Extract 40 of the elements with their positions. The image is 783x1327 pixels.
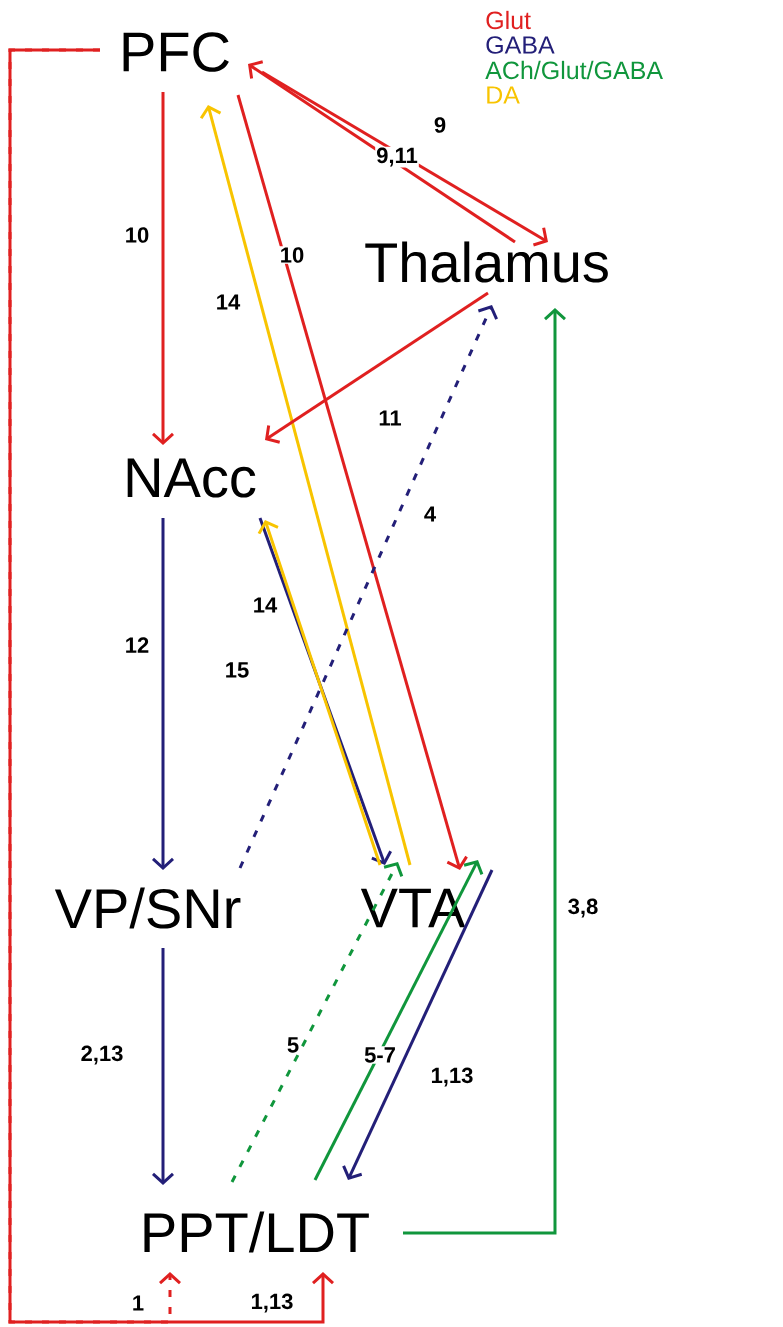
edge-label: 1,13: [249, 1292, 295, 1314]
edge-label: 5: [285, 1036, 301, 1054]
edge-label: 14: [214, 293, 242, 311]
region-label: NAcc: [127, 458, 256, 498]
edge-label: 15: [223, 661, 251, 679]
edge-label: 9: [432, 116, 448, 134]
arrow: [238, 305, 498, 869]
region-label: PFC: [123, 32, 229, 72]
arrow: [313, 860, 484, 1181]
arrow: [265, 291, 489, 444]
legend-entry: DA: [487, 86, 520, 104]
arrow: [236, 94, 468, 870]
region-label: Thalamus: [365, 241, 608, 283]
arrow: [261, 70, 548, 247]
arrow: [152, 92, 174, 445]
arrow: [403, 308, 566, 1235]
region-label: PPT/LDT: [144, 1211, 369, 1253]
arrow: [342, 869, 494, 1180]
edge-label: 1,13: [429, 1066, 475, 1088]
legend-entry: Glut: [486, 10, 531, 30]
edge-label: 14: [251, 596, 279, 614]
region-label: VP/SNr: [54, 887, 241, 929]
edge-label: 12: [123, 636, 151, 654]
edge-label: 5-7: [363, 1046, 397, 1064]
arrow: [8, 48, 334, 1324]
edge-label: 1: [130, 1294, 146, 1312]
edge-label: 2,13: [79, 1044, 125, 1066]
arrow: [230, 862, 404, 1183]
legend-entry: ACh/Glut/GABA: [485, 60, 663, 80]
arrow: [248, 60, 516, 244]
edge-label: 3,8: [566, 897, 600, 919]
arrow: [152, 518, 174, 870]
edge-label: 10: [278, 246, 306, 264]
arrow: [199, 105, 412, 866]
legend-entry: GABA: [486, 36, 555, 54]
edge-label: 4: [422, 505, 438, 523]
edge-label: 9,11: [375, 146, 419, 168]
arrow: [152, 948, 174, 1185]
edge-label: 11: [377, 409, 403, 427]
edge-label: 10: [123, 226, 151, 244]
